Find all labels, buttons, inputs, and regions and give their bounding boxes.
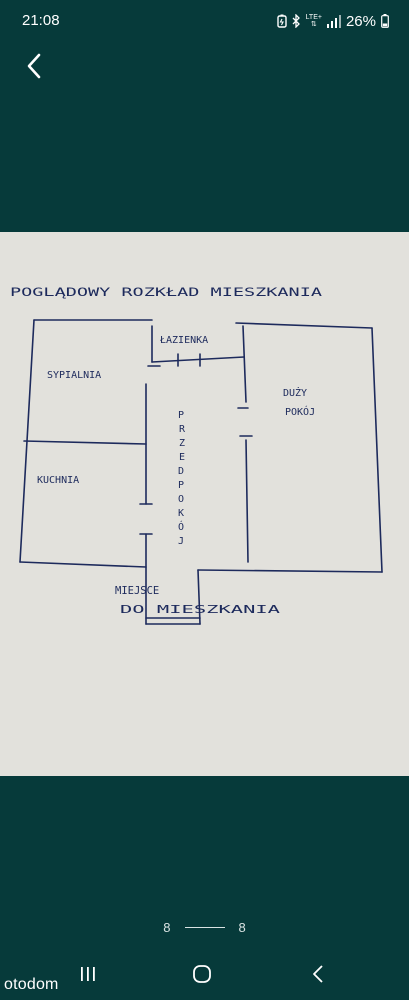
hallway-letter: J (178, 536, 184, 547)
chevron-left-icon (26, 53, 42, 84)
pager-current: 8 (163, 919, 171, 935)
back-button[interactable] (14, 48, 54, 88)
battery-percent: 26% (345, 12, 376, 30)
hallway-letter: E (179, 452, 185, 463)
lte-label: LTE+ (305, 14, 322, 21)
pager-divider (184, 926, 225, 928)
hallway-letter: D (178, 466, 184, 477)
room-label-bedroom: SYPIALNIA (47, 370, 101, 381)
hallway-letter: P (178, 480, 184, 491)
status-time: 21:08 (22, 12, 60, 29)
room-label-bathroom: ŁAZIENKA (159, 335, 208, 346)
room-label-living-room-line1: DUŻY (283, 386, 307, 399)
nav-back-button[interactable] (298, 958, 338, 994)
hallway-letter: Z (179, 438, 185, 449)
pager-total: 8 (238, 919, 246, 935)
lte-icon: LTE+⇅ (305, 14, 322, 28)
entrance-label-line2: DO MIESZKANIA (120, 604, 281, 616)
floor-plan-photo[interactable]: POGLĄDOWY ROZKŁAD MIESZKANIA ŁAZIENKA SY… (0, 232, 409, 776)
hallway-letter: R (179, 424, 186, 435)
hallway-letter: Ó (178, 520, 184, 533)
room-label-living-room-line2: POKÓJ (285, 405, 315, 418)
hallway-letter: K (178, 508, 184, 519)
home-button[interactable] (182, 958, 222, 994)
battery-icon (381, 14, 389, 28)
hallway-letter: O (178, 494, 184, 505)
recents-button[interactable] (68, 958, 108, 994)
recents-icon (79, 966, 97, 987)
otodom-watermark: otodom (4, 976, 59, 993)
status-bar: 21:08 LTE+⇅ 26% (0, 0, 409, 42)
signal-icon (326, 14, 341, 28)
home-icon (192, 964, 212, 989)
entrance-label-line1: MIEJSCE (115, 585, 159, 597)
room-label-hallway: P R Z E D P O K Ó J (178, 410, 186, 547)
gallery-pager: 8 8 (0, 916, 409, 938)
back-icon (312, 964, 324, 988)
system-navigation-bar (0, 952, 409, 1000)
plan-title: POGLĄDOWY ROZKŁAD MIESZKANIA (10, 285, 322, 299)
hallway-letter: P (178, 410, 184, 421)
battery-saver-icon (276, 14, 287, 28)
room-label-kitchen: KUCHNIA (37, 475, 79, 486)
status-icons: LTE+⇅ 26% (276, 11, 389, 31)
bluetooth-icon (292, 14, 301, 28)
